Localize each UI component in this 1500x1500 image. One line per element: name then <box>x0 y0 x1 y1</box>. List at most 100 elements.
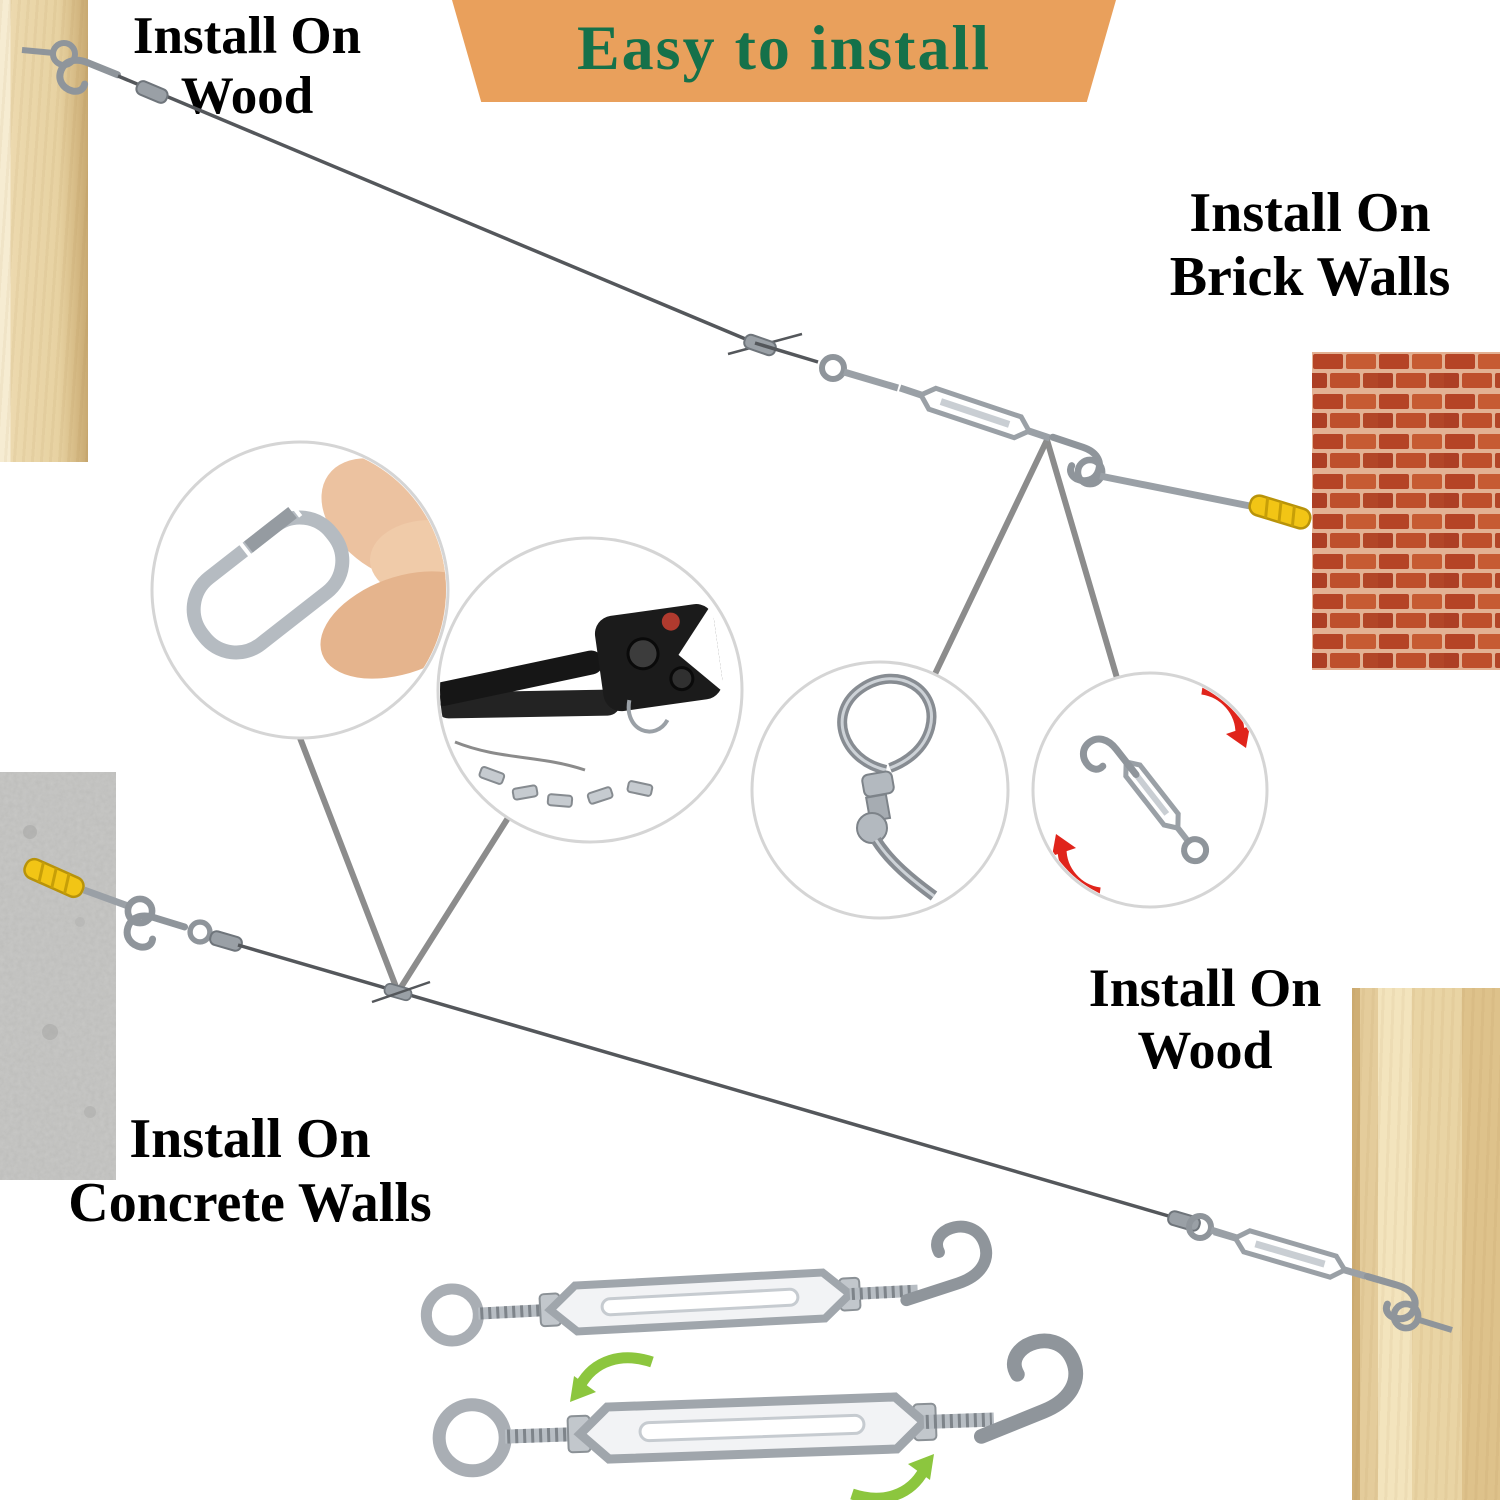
label-install-on-wood-top: Install On Wood <box>92 6 402 127</box>
callout-circle-loop <box>750 660 1010 920</box>
label-line: Brick Walls <box>1169 245 1451 308</box>
crimping-tool-photo <box>440 603 725 808</box>
label-line: Install On <box>129 1108 371 1170</box>
turnbuckle-rod <box>1209 1226 1242 1243</box>
wire-rope <box>754 341 819 364</box>
callout-line-crimper <box>395 815 511 995</box>
label-install-on-concrete-walls: Install On Concrete Walls <box>22 1108 478 1236</box>
threaded-rod <box>849 1284 919 1301</box>
terminal-ball <box>856 812 888 844</box>
wire-tail <box>727 332 803 356</box>
turnbuckle-eye <box>420 1283 484 1347</box>
anchor-screw <box>1099 472 1251 510</box>
body-slot <box>600 1287 800 1317</box>
spring-snap-hook <box>186 502 350 660</box>
green-rotation-arrow <box>575 1352 654 1389</box>
turnbuckle-hook <box>956 1331 1086 1436</box>
crimp-sleeve <box>741 332 779 358</box>
turnbuckle-rod <box>843 368 899 392</box>
finger <box>370 520 446 600</box>
threads <box>851 1284 917 1301</box>
green-rotation-arrow <box>850 1467 929 1500</box>
body-slot <box>638 1413 866 1443</box>
callout-circle-ring <box>750 660 1010 920</box>
threads <box>506 1427 579 1444</box>
wood-post-bottom-right <box>1352 988 1500 1500</box>
crimp-sleeve <box>207 928 245 954</box>
turnbuckle-hook <box>889 1220 993 1300</box>
carabiner-photo <box>186 458 446 679</box>
finger <box>321 458 446 582</box>
turnbuckle-body <box>573 1392 931 1464</box>
callout-lines <box>297 437 1120 995</box>
wall-plug-anchor <box>1245 491 1315 533</box>
turnbuckle-body <box>544 1268 856 1336</box>
crimp-sleeve <box>1165 1208 1203 1234</box>
threads <box>479 1303 549 1320</box>
thimble-eye <box>190 922 210 942</box>
thimble-eye <box>1189 1216 1211 1238</box>
anchor-eye <box>128 899 152 923</box>
concrete-texture <box>0 772 116 1180</box>
cable-hook <box>1043 437 1104 485</box>
turnbuckle-product-small <box>420 1219 996 1347</box>
hex-nut <box>538 1292 562 1328</box>
bottom-cable-assembly <box>20 854 1453 1333</box>
turnbuckle-eye <box>432 1398 512 1478</box>
callout-line-loop <box>932 437 1050 677</box>
snap-hook <box>123 911 184 957</box>
ferrules <box>478 766 654 808</box>
wire-tail <box>871 836 938 901</box>
wire-tail-highlight <box>874 839 935 898</box>
label-line: Wood <box>180 67 314 126</box>
threaded-rod <box>477 1303 551 1320</box>
callout-circle-ring <box>436 536 744 844</box>
turnbuckle-product-large <box>432 1331 1088 1500</box>
callout-circle-crimper <box>436 536 744 844</box>
crimping-tool <box>440 603 725 734</box>
thumb <box>320 571 446 679</box>
red-arrow-head <box>1052 834 1076 856</box>
callout-line-carabiner <box>297 735 401 995</box>
threaded-rod <box>504 1427 581 1444</box>
hex-nut <box>838 1276 862 1312</box>
red-arrow-head <box>1226 726 1250 748</box>
callout-circle-turnbuckle <box>1031 671 1269 909</box>
turnbuckle <box>897 378 1054 449</box>
red-rotation-arrow <box>1201 685 1245 735</box>
brick-texture <box>1312 352 1500 670</box>
wire-loop-highlight <box>840 677 933 772</box>
anchor-eye <box>1078 460 1102 484</box>
crimp-ferrule <box>861 770 895 798</box>
concrete-wall-photo <box>0 772 116 1180</box>
hex-nut <box>566 1414 592 1454</box>
turnbuckle-photo <box>1052 685 1250 897</box>
green-arrow-head <box>570 1376 596 1402</box>
turnbuckle <box>1211 1221 1369 1286</box>
brick-wall-photo <box>1312 352 1500 670</box>
terminal-body <box>864 793 892 823</box>
banner-title: Easy to install <box>576 12 992 83</box>
label-line: Install On <box>1189 182 1431 244</box>
threaded-rod <box>923 1412 995 1429</box>
wire <box>454 740 586 772</box>
hex-nut <box>912 1402 938 1442</box>
callout-line-turnbuckle <box>1044 437 1120 681</box>
label-line: Install On <box>1088 958 1322 1018</box>
wire-loop-photo <box>837 673 938 901</box>
label-line: Wood <box>1137 1019 1273 1080</box>
callout-circle-carabiner <box>150 440 450 740</box>
label-install-on-brick-walls: Install On Brick Walls <box>1128 182 1492 310</box>
label-line: Install On <box>132 7 362 65</box>
wire-loop <box>837 673 937 775</box>
label-install-on-wood-right: Install On Wood <box>1040 958 1370 1081</box>
callout-circle-ring <box>150 440 450 740</box>
label-line: Concrete Walls <box>68 1171 432 1234</box>
wood-post-top-left <box>0 0 88 462</box>
crimp-sleeve <box>382 981 414 1003</box>
easy-install-banner: Easy to install <box>452 0 1116 102</box>
green-arrow-head <box>908 1454 934 1480</box>
callout-circle-ring <box>1031 671 1269 909</box>
threads <box>925 1412 993 1429</box>
